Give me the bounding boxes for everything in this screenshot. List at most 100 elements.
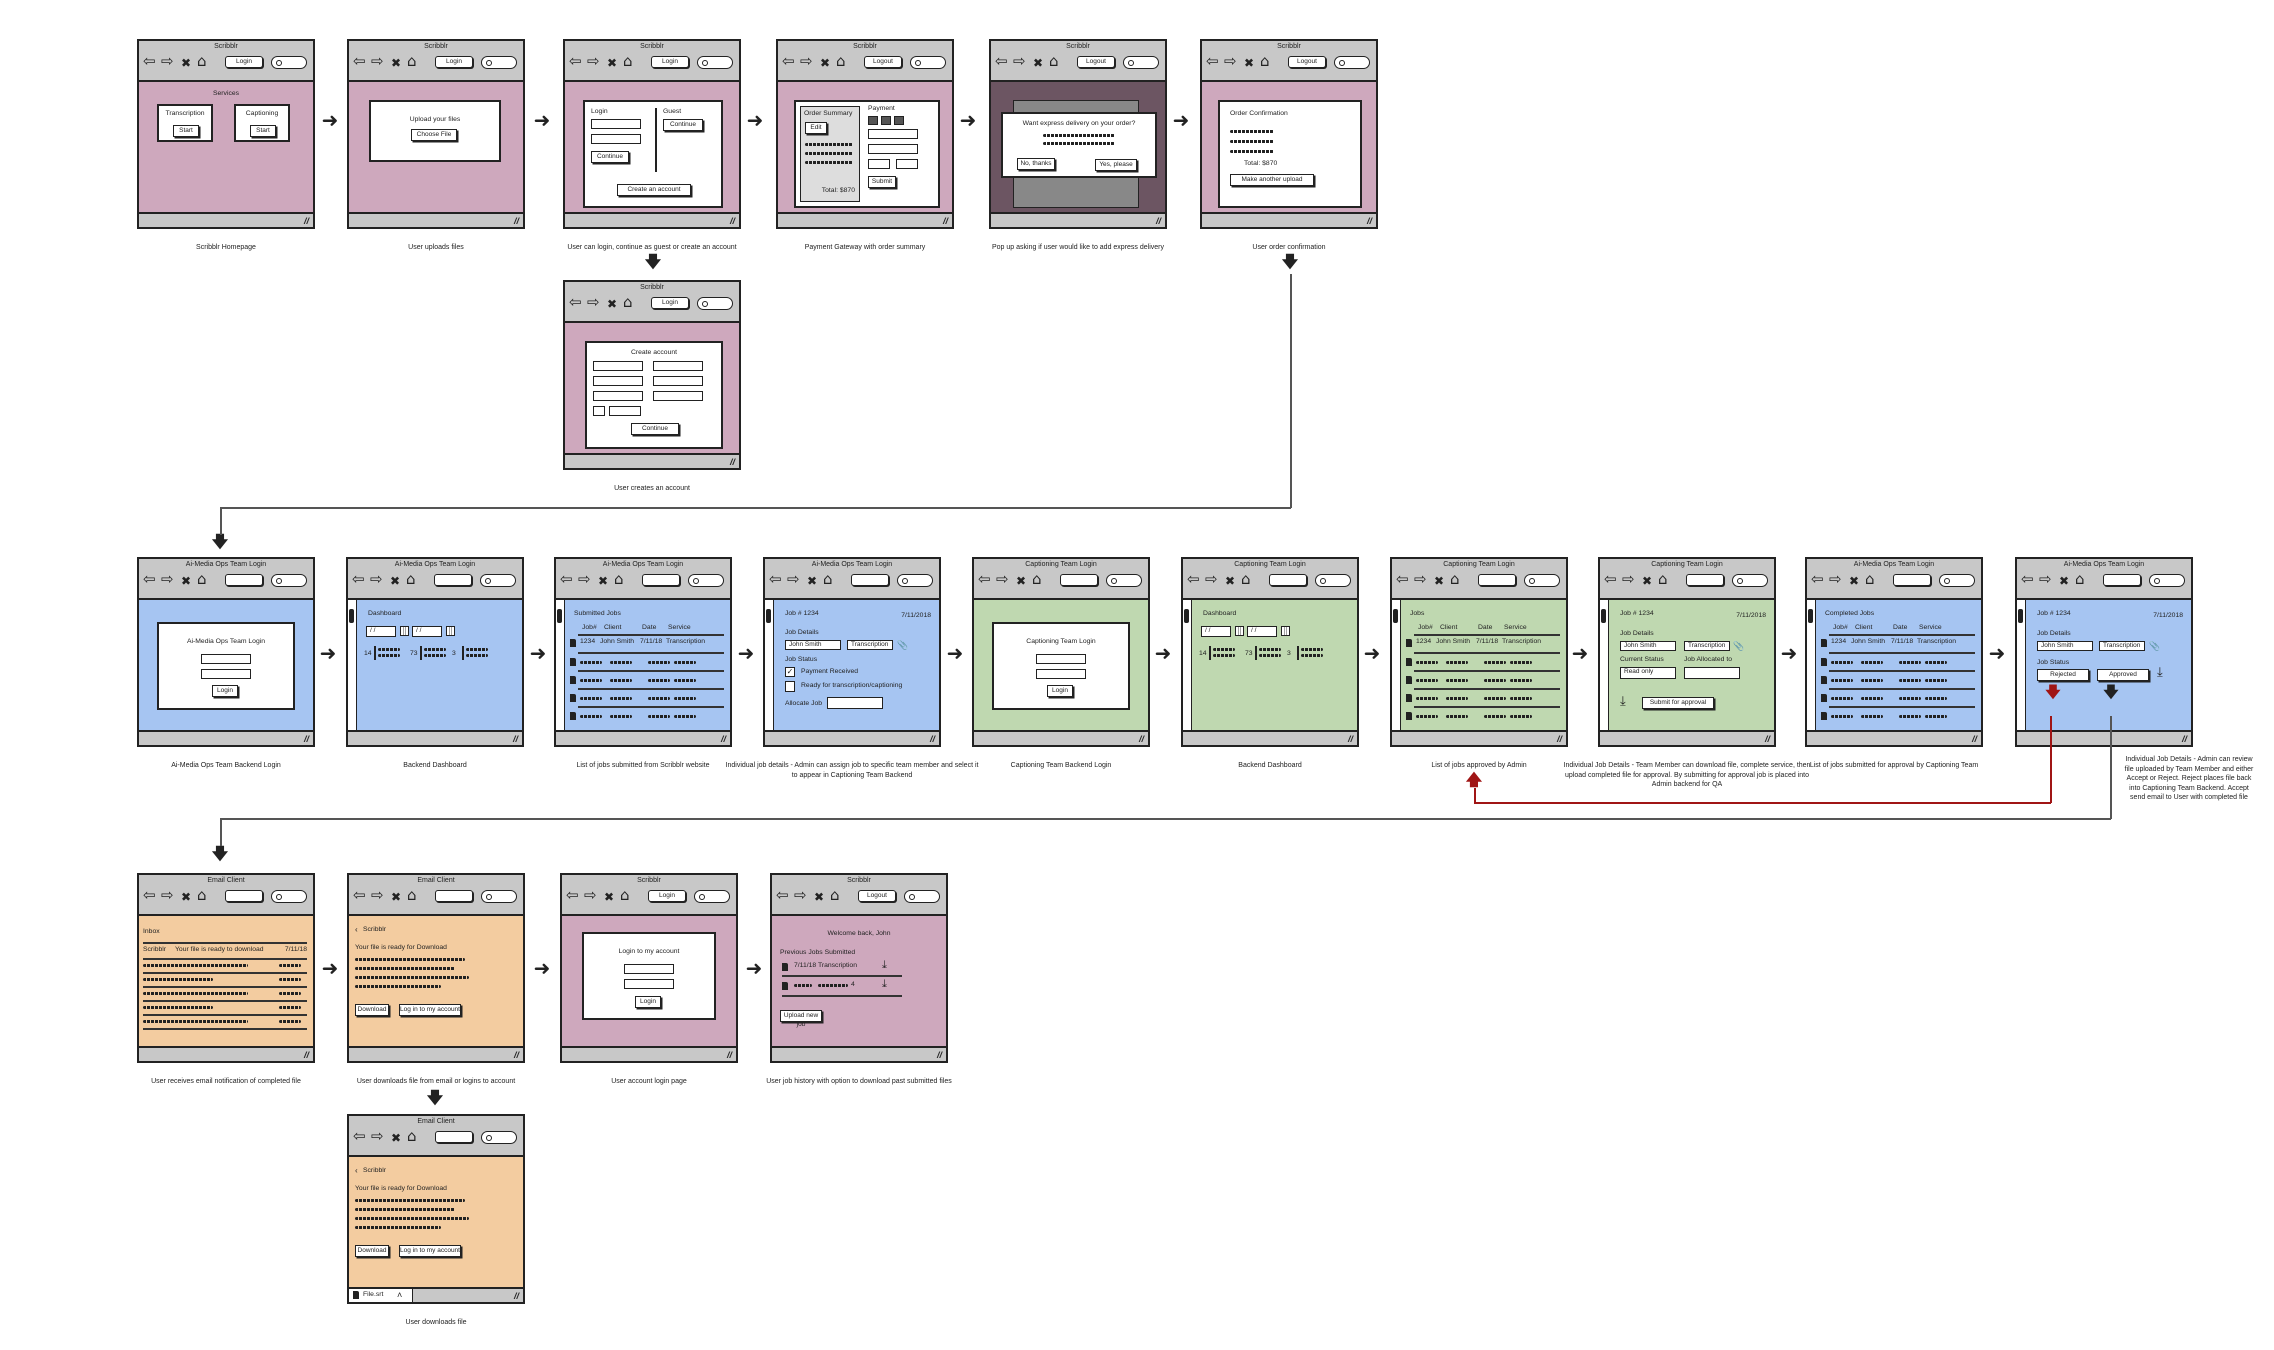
chevron-up-icon[interactable]: ˄ — [397, 1290, 403, 1300]
home-icon[interactable]: ⌂ — [1450, 570, 1460, 588]
address-bar[interactable] — [434, 574, 472, 586]
search-input[interactable] — [480, 574, 516, 587]
date-input[interactable]: / / — [412, 626, 442, 637]
search-input[interactable] — [1732, 574, 1768, 587]
close-icon[interactable]: ✖ — [391, 1131, 402, 1145]
service-field[interactable]: Transcription — [1684, 641, 1730, 651]
resize-grip-icon[interactable]: // — [936, 1050, 942, 1060]
password-input[interactable] — [624, 979, 674, 989]
back-icon[interactable]: ⇦ — [2021, 570, 2034, 588]
search-input[interactable] — [271, 56, 307, 69]
back-icon[interactable]: ⇦ — [978, 570, 991, 588]
home-icon[interactable]: ⌂ — [197, 570, 207, 588]
home-icon[interactable]: ⌂ — [1865, 570, 1875, 588]
card-number-input[interactable] — [868, 129, 918, 139]
forward-icon[interactable]: ⇨ — [1013, 52, 1026, 70]
date-input[interactable]: / / — [1247, 626, 1277, 637]
resize-grip-icon[interactable]: // — [1764, 734, 1770, 744]
download-bar-item[interactable]: File.srt˄ — [349, 1289, 413, 1302]
date-input[interactable]: / / — [366, 626, 396, 637]
download-icon[interactable]: ⤓ — [882, 977, 887, 990]
close-icon[interactable]: ✖ — [181, 56, 192, 70]
close-icon[interactable]: ✖ — [1033, 56, 1044, 70]
address-bar[interactable] — [1269, 574, 1307, 586]
close-icon[interactable]: ✖ — [2059, 574, 2070, 588]
resize-grip-icon[interactable]: // — [1971, 734, 1977, 744]
close-icon[interactable]: ✖ — [181, 890, 192, 904]
ready-checkbox[interactable] — [785, 681, 795, 692]
scrollbar[interactable] — [1183, 600, 1192, 732]
resize-grip-icon[interactable]: // — [2181, 734, 2187, 744]
payment-received-checkbox[interactable]: ✓ — [785, 667, 795, 677]
calendar-icon[interactable] — [400, 626, 409, 636]
nav-account-button[interactable]: Logout — [1288, 56, 1326, 68]
paperclip-icon[interactable]: 📎 — [1733, 641, 1745, 651]
resize-grip-icon[interactable]: // — [513, 1050, 519, 1060]
close-icon[interactable]: ✖ — [598, 574, 609, 588]
scrollbar[interactable] — [1392, 600, 1401, 732]
back-icon[interactable]: ⇦ — [1811, 570, 1824, 588]
back-icon[interactable]: ⇦ — [143, 570, 156, 588]
search-input[interactable] — [1106, 574, 1142, 587]
home-icon[interactable]: ⌂ — [623, 293, 633, 311]
back-icon[interactable]: ⇦ — [1206, 52, 1219, 70]
form-input[interactable] — [593, 391, 643, 401]
forward-icon[interactable]: ⇨ — [161, 570, 174, 588]
card-type-icon[interactable] — [881, 116, 891, 125]
nav-account-button[interactable]: Login — [648, 890, 686, 902]
address-bar[interactable] — [1893, 574, 1931, 586]
resize-grip-icon[interactable]: // — [1138, 734, 1144, 744]
resize-grip-icon[interactable]: // — [303, 216, 309, 226]
forward-icon[interactable]: ⇨ — [800, 52, 813, 70]
resize-grip-icon[interactable]: // — [303, 734, 309, 744]
close-icon[interactable]: ✖ — [820, 56, 831, 70]
username-input[interactable] — [201, 654, 251, 664]
close-icon[interactable]: ✖ — [391, 56, 402, 70]
close-icon[interactable]: ✖ — [1244, 56, 1255, 70]
close-icon[interactable]: ✖ — [1642, 574, 1653, 588]
search-input[interactable] — [688, 574, 724, 587]
back-icon[interactable]: ⇦ — [1604, 570, 1617, 588]
email-row-scribblr[interactable]: Scribblr Your file is ready to download … — [143, 946, 307, 956]
search-input[interactable] — [897, 574, 933, 587]
log-in-button[interactable]: Log in to my account — [399, 1245, 461, 1257]
form-input[interactable] — [653, 391, 703, 401]
back-icon[interactable]: ⇦ — [769, 570, 782, 588]
client-field[interactable]: John Smith — [1620, 641, 1676, 651]
home-icon[interactable]: ⌂ — [407, 52, 417, 70]
nav-account-button[interactable]: Logout — [858, 890, 896, 902]
address-bar[interactable] — [1686, 574, 1724, 586]
resize-grip-icon[interactable]: // — [512, 734, 518, 744]
close-icon[interactable]: ✖ — [1849, 574, 1860, 588]
password-input[interactable] — [201, 669, 251, 679]
service-field[interactable]: Transcription — [847, 640, 893, 650]
back-icon[interactable]: ⇦ — [353, 886, 366, 904]
form-input[interactable] — [593, 361, 643, 371]
forward-icon[interactable]: ⇨ — [1205, 570, 1218, 588]
resize-grip-icon[interactable]: // — [513, 216, 519, 226]
close-icon[interactable]: ✖ — [1434, 574, 1445, 588]
close-icon[interactable]: ✖ — [1225, 574, 1236, 588]
back-icon[interactable]: ⇦ — [995, 52, 1008, 70]
download-button[interactable]: Download — [355, 1004, 389, 1016]
close-icon[interactable]: ✖ — [814, 890, 825, 904]
service-field[interactable]: Transcription — [2099, 641, 2145, 651]
forward-icon[interactable]: ⇨ — [996, 570, 1009, 588]
home-icon[interactable]: ⌂ — [823, 570, 833, 588]
resize-grip-icon[interactable]: // — [1155, 216, 1161, 226]
forward-icon[interactable]: ⇨ — [161, 52, 174, 70]
password-input[interactable] — [591, 134, 641, 144]
choose-file-button[interactable]: Choose File — [411, 129, 457, 141]
resize-grip-icon[interactable]: // — [513, 1291, 519, 1301]
close-icon[interactable]: ✖ — [607, 297, 618, 311]
form-input[interactable] — [593, 406, 605, 416]
date-input[interactable]: / / — [1201, 626, 1231, 637]
search-input[interactable] — [697, 297, 733, 310]
forward-icon[interactable]: ⇨ — [371, 886, 384, 904]
close-icon[interactable]: ✖ — [391, 890, 402, 904]
scrollbar[interactable] — [1807, 600, 1816, 732]
search-input[interactable] — [694, 890, 730, 903]
edit-button[interactable]: Edit — [805, 122, 827, 134]
close-icon[interactable]: ✖ — [807, 574, 818, 588]
